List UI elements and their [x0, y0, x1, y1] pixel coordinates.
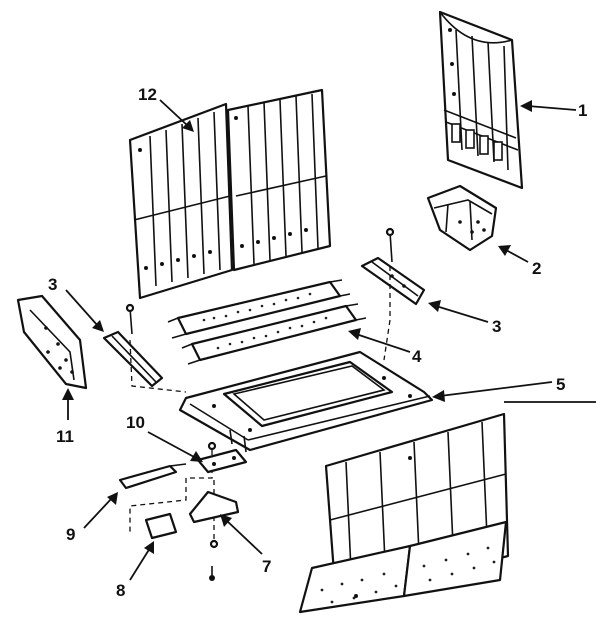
perforation-pattern [202, 292, 328, 350]
callout-11: 11 [56, 427, 74, 446]
callout-3-right: 3 [492, 317, 501, 336]
callout-2: 2 [532, 259, 541, 278]
callout-12: 12 [138, 85, 157, 104]
part-10-latch-plate [196, 441, 248, 474]
callout-4: 4 [412, 347, 422, 366]
part-7-hinge [188, 490, 240, 549]
callout-7: 7 [262, 557, 271, 576]
callout-5: 5 [556, 375, 565, 394]
callout-1: 1 [578, 101, 587, 120]
part-9-handle [118, 463, 187, 490]
part-8-plate [144, 512, 215, 581]
leader-lines [62, 99, 596, 581]
part-5-seat-frame [178, 350, 434, 453]
lower-seat-back-panel [298, 412, 510, 614]
callout-8: 8 [116, 581, 125, 600]
callout-10: 10 [126, 413, 145, 432]
callout-9: 9 [66, 525, 75, 544]
part-4-rails [167, 279, 367, 365]
callout-3-left: 3 [48, 275, 57, 294]
part-12-seat-back [128, 88, 332, 300]
lower-panel-texture [320, 546, 496, 604]
part-2-bracket [426, 184, 498, 252]
callout-labels: 1 2 3 3 4 5 7 8 9 10 11 12 [48, 85, 587, 600]
part-3-left-bracket [102, 303, 164, 388]
part-11-side-bracket [16, 294, 88, 390]
part-3-right-bracket [360, 227, 426, 306]
part-1-rear-panel [438, 10, 524, 190]
